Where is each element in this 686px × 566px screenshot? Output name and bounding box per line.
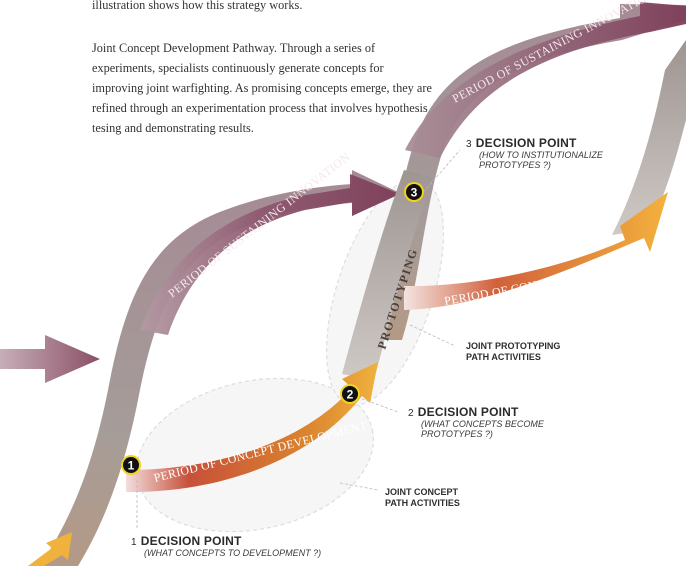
decision-point-1-title: DECISION POINT [140, 534, 242, 548]
leader-joint-prototyping [409, 324, 456, 347]
decision-point-3-title: DECISION POINT [475, 136, 577, 150]
svg-text:2: 2 [347, 388, 354, 402]
joint-prototyping-label: JOINT PROTOTYPING PATH ACTIVITIES [466, 341, 561, 362]
svg-text:1: 1 [128, 459, 135, 473]
description-paragraph: Joint Concept Development Pathway. Throu… [92, 41, 432, 135]
decision-point-1-number: 1 [131, 537, 137, 548]
sustaining-mid-band [140, 174, 400, 335]
concept-development-arrow-bottom [126, 362, 378, 493]
sustaining-curve-right [612, 40, 686, 235]
joint-concept-label: JOINT CONCEPT PATH ACTIVITIES [385, 487, 460, 508]
decision-marker-1: 1 [121, 455, 141, 475]
sustaining-curve-upper [372, 4, 686, 340]
intro-line: illustration shows how this strategy wor… [92, 0, 303, 12]
leader-lines [136, 149, 461, 530]
decision-marker-2: 2 [340, 384, 360, 404]
leader-dp3 [419, 149, 461, 197]
arrow-label-sustaining-mid: PERIOD OF SUSTAINING INNOVATION [165, 149, 353, 300]
incoming-arrow [0, 335, 100, 383]
sustaining-top-band [405, 2, 686, 158]
decision-point-2-title: DECISION POINT [417, 405, 519, 419]
decision-marker-3: 3 [404, 182, 424, 202]
small-orange-arrow [28, 532, 72, 566]
svg-text:3: 3 [411, 186, 418, 200]
prototyping-band [342, 170, 432, 380]
leader-joint-concept [339, 482, 379, 491]
concept-development-arrow-right [404, 192, 668, 310]
decision-point-1-question: (WHAT CONCEPTS TO DEVELOPMENT ?) [144, 548, 322, 558]
decision-point-3-question: (HOW TO INSTITUTIONALIZE PROTOTYPES ?) [479, 150, 603, 170]
decision-point-2-number: 2 [408, 408, 414, 419]
decision-point-2-question: (WHAT CONCEPTS BECOME PROTOTYPES ?) [421, 419, 544, 439]
decision-point-3-number: 3 [466, 139, 472, 150]
leader-dp2 [356, 396, 399, 413]
